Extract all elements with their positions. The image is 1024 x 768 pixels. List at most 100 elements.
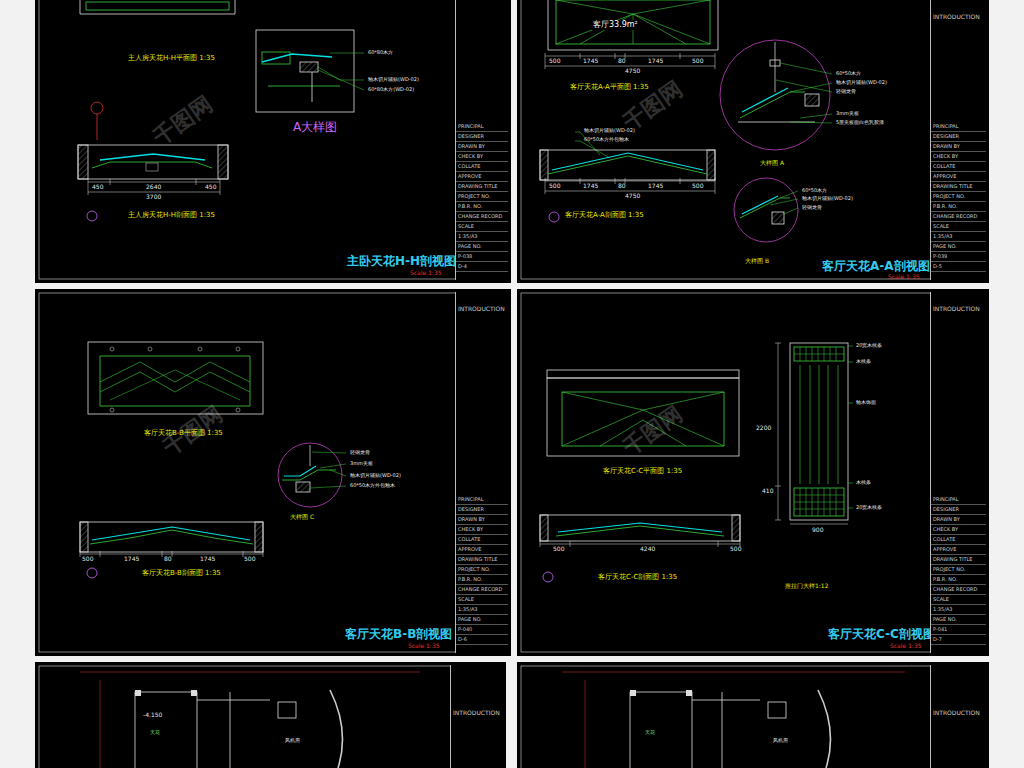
title-block-field: SCALE xyxy=(456,595,508,605)
room-label: 天花 xyxy=(645,730,655,735)
dimension: 500 xyxy=(730,546,741,552)
title-block-field: P.B.R. NO. xyxy=(931,575,986,585)
material-note: 釉木切片辅贴(WD-02) xyxy=(584,128,635,133)
dimension: 80 xyxy=(618,183,626,189)
title-block-field: 1:35/A3 xyxy=(456,232,508,242)
title-block-field: COLLATE xyxy=(456,535,508,545)
sheet-title: 主卧天花H-H剖视图 xyxy=(347,255,456,267)
dimension: 4750 xyxy=(625,193,640,199)
material-note: 60*50木方外包釉木 xyxy=(350,483,395,488)
material-note: 20宽木线条 xyxy=(856,343,882,348)
scale-note: Scale 1:35 xyxy=(408,643,440,649)
title-block-field: CHECK BY xyxy=(456,152,508,162)
dimension: 2200 xyxy=(756,425,771,431)
dimension: 500 xyxy=(82,556,93,562)
scale-note: Scale 1:35 xyxy=(890,643,922,649)
title-block-field: CHECK BY xyxy=(931,525,986,535)
title-block-field: PRINCIPAL xyxy=(456,495,508,505)
dimension: 900 xyxy=(812,527,823,533)
title-block-field: INTRODUCTION xyxy=(931,12,986,22)
title-block: INTRODUCTIONPRINCIPALDESIGNERDRAWN BYCHE… xyxy=(455,292,508,653)
title-block-field: SCALE xyxy=(456,222,508,232)
title-block-field: DRAWN BY xyxy=(456,142,508,152)
dimension: 1745 xyxy=(583,183,598,189)
title-block-field: D-7 xyxy=(931,635,986,645)
detail-title: 大样图 C xyxy=(290,514,314,520)
material-note: 3mm夹板 xyxy=(836,111,859,116)
title-block-field: 1:35/A3 xyxy=(931,605,986,615)
sheet-panels xyxy=(35,0,989,768)
title-block: INTRODUCTIONPRINCIPALDESIGNERDRAWN BYCHE… xyxy=(930,0,986,280)
title-block-field: DRAWN BY xyxy=(456,515,508,525)
view-title: 客厅天花C-C剖面图 1:35 xyxy=(598,574,677,581)
material-note: 60*50木方外包釉木 xyxy=(584,137,629,142)
dimension: 1745 xyxy=(648,58,663,64)
material-note: 釉木切片辅贴(WD-02) xyxy=(368,77,419,82)
material-note: 釉木切片辅贴(WD-02) xyxy=(350,473,401,478)
title-block-field: PROJECT NO. xyxy=(931,192,986,202)
title-block-field: CHANGE RECORD xyxy=(931,212,986,222)
material-note: 60*80木方 xyxy=(368,50,393,55)
title-block-field: PAGE NO. xyxy=(456,242,508,252)
title-block-field: DRAWN BY xyxy=(931,142,986,152)
title-block-field: APPROVE xyxy=(456,172,508,182)
title-block-field: P-041 xyxy=(931,625,986,635)
title-block-field: P.B.R. NO. xyxy=(456,575,508,585)
title-block-field: COLLATE xyxy=(456,162,508,172)
dimension: 3700 xyxy=(146,194,161,200)
material-note: 60*50木方 xyxy=(836,71,861,76)
material-note: 轻钢龙骨 xyxy=(836,89,856,94)
dimension: 2640 xyxy=(146,184,161,190)
title-block-field: DRAWING TITLE xyxy=(931,182,986,192)
title-block-field: P.B.R. NO. xyxy=(456,202,508,212)
title-block-field: DESIGNER xyxy=(931,132,986,142)
title-block-field: PAGE NO. xyxy=(456,615,508,625)
material-note: 风机房 xyxy=(773,738,788,743)
title-block-field: PAGE NO. xyxy=(931,242,986,252)
title-block-field: INTRODUCTION xyxy=(456,304,508,314)
title-block-field: DRAWN BY xyxy=(931,515,986,525)
material-note: 轻钢龙骨 xyxy=(802,205,822,210)
material-note: 釉木饰面 xyxy=(856,400,876,405)
title-block-field: CHANGE RECORD xyxy=(456,212,508,222)
title-block-field: DESIGNER xyxy=(931,505,986,515)
title-block-field: PROJECT NO. xyxy=(456,192,508,202)
dimension: 80 xyxy=(164,556,172,562)
material-note: 20宽木线条 xyxy=(856,505,882,510)
title-block-field: PAGE NO. xyxy=(931,615,986,625)
material-note: 釉木切片辅贴(WD-02) xyxy=(802,196,853,201)
material-note: 轻钢龙骨 xyxy=(350,450,370,455)
dimension: 4750 xyxy=(625,68,640,74)
dimension: 500 xyxy=(244,556,255,562)
material-note: 60*80木方(WD-02) xyxy=(368,87,414,92)
dimension: 80 xyxy=(618,58,626,64)
material-note: 60*50木方 xyxy=(802,188,827,193)
title-block-field: INTRODUCTION xyxy=(931,708,986,718)
title-block-field: COLLATE xyxy=(931,162,986,172)
sheet-title: 客厅天花B-B剖视图 xyxy=(345,628,452,640)
room-label: 客厅33.9m² xyxy=(592,20,639,30)
title-block: INTRODUCTION xyxy=(450,665,503,768)
dimension: 500 xyxy=(692,58,703,64)
living-ceiling-aa xyxy=(540,0,832,242)
title-block-field: SCALE xyxy=(931,595,986,605)
title-block-field: D-5 xyxy=(931,262,986,272)
material-note: 釉木切片辅贴(WD-02) xyxy=(836,80,887,85)
title-block-field: APPROVE xyxy=(931,172,986,182)
title-block-field: DRAWING TITLE xyxy=(456,555,508,565)
title-block-field: PRINCIPAL xyxy=(931,495,986,505)
detail-title: 大样图 A xyxy=(760,160,784,166)
title-block-field: INTRODUCTION xyxy=(931,304,986,314)
title-block-field: DRAWING TITLE xyxy=(931,555,986,565)
sheet-title: 客厅天花A-A剖视图 xyxy=(822,260,930,272)
title-block-field: INTRODUCTION xyxy=(451,708,503,718)
title-block-field: CHANGE RECORD xyxy=(931,585,986,595)
title-block-field: D-4 xyxy=(456,262,508,272)
dimension: -4.150 xyxy=(143,712,162,718)
room-label: 天花 xyxy=(150,730,160,735)
dimension: 1745 xyxy=(124,556,139,562)
view-title: 客厅天花B-B剖面图 1:35 xyxy=(142,570,221,577)
dimension: 450 xyxy=(92,184,103,190)
title-block-field: COLLATE xyxy=(931,535,986,545)
